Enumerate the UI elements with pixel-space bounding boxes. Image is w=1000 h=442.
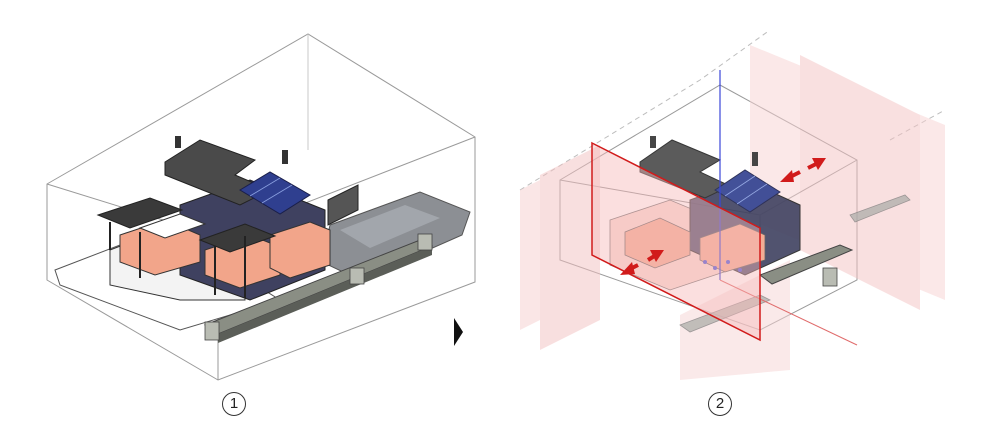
step-number-1: 1: [222, 392, 246, 416]
step-number-2: 2: [708, 392, 732, 416]
move-arrow-bottom-double-arrow-icon: [620, 250, 664, 275]
house-2: [609, 136, 801, 291]
solar-panels-1: [239, 171, 311, 215]
move-arrow-top-double-arrow-icon: [780, 158, 826, 182]
house-1: [96, 136, 359, 301]
x-axis: [719, 279, 858, 346]
panel-1-original-model: [46, 33, 476, 381]
panel-2-section-planes: [519, 29, 946, 380]
active-section-plane: [591, 141, 761, 342]
next-step-triangle-right-icon: [454, 318, 463, 346]
